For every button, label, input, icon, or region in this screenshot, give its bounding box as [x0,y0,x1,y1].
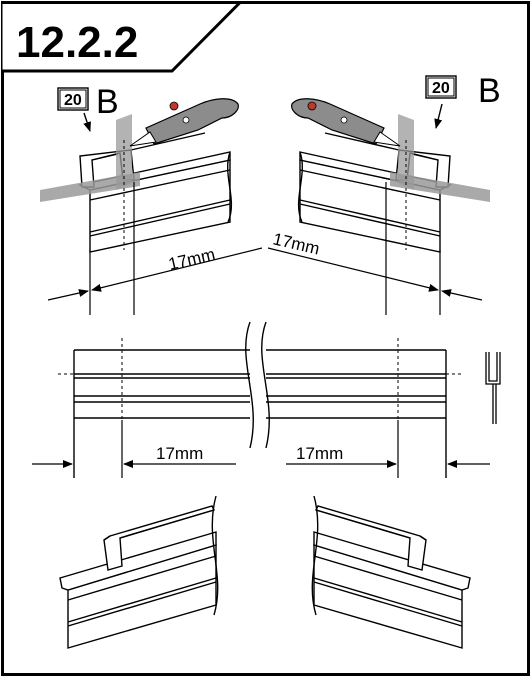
top-dimension-lines [47,182,483,315]
callout-left-ref: 20 [64,92,82,109]
step-number: 12.2.2 [16,18,138,67]
left-cut-plane [40,172,140,202]
bottom-left-assembly [59,495,219,649]
u-profile-icon [485,352,501,424]
top-left-assembly [77,132,233,253]
dim-top-right: 17mm [271,229,321,258]
left-knife-icon [129,98,239,147]
right-knife-icon [291,98,401,147]
middle-profile [73,321,447,478]
callout-left: 20 B [57,83,119,132]
dim-middle-right: 17mm [296,444,343,463]
left-break-line [226,151,233,223]
callout-right-letter: B [478,72,501,110]
right-cut-plane [390,172,490,202]
right-break-line [297,151,304,223]
bottom-right-break-line [311,495,319,616]
callout-right: 20 B [425,72,501,129]
dim-top-left: 17mm [167,245,217,274]
bottom-left-break-line [211,495,219,616]
dim-middle-left: 17mm [156,444,203,463]
middle-break-line [245,321,270,449]
callout-left-letter: B [96,83,119,121]
step-tab: 12.2.2 [2,1,244,73]
callout-right-ref: 20 [432,80,450,97]
top-right-assembly [297,132,453,253]
bottom-right-assembly [311,495,471,649]
